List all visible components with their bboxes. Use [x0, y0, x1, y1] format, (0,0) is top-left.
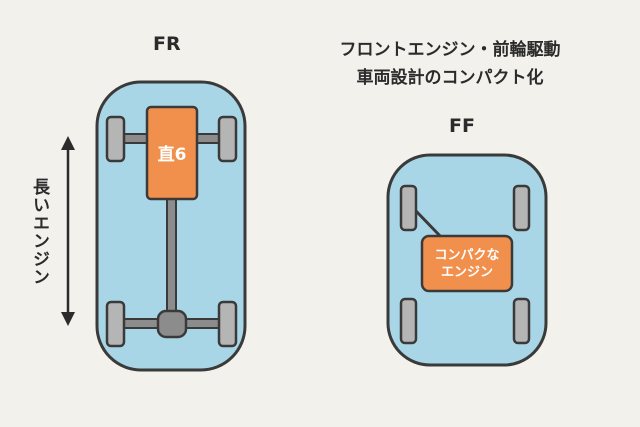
- fr-engine-label: 直6: [157, 145, 187, 165]
- fr-tire-front-left: [105, 115, 126, 163]
- ff-tire-front-right: [512, 184, 531, 232]
- length-arrow-bottom-head: [61, 312, 75, 326]
- ff-pointer-line: [414, 209, 445, 241]
- ff-caption-line-2: 車両設計のコンパクト化: [356, 68, 544, 88]
- ff-engine-label-line-1: コンパクな: [434, 248, 500, 263]
- ff-caption-line-1: フロントエンジン・前輪駆動: [339, 40, 561, 60]
- fr-tire-rear-left: [105, 300, 126, 348]
- fr-tire-rear-right: [217, 300, 238, 348]
- fr-tire-front-right: [217, 115, 238, 163]
- ff-engine-label-line-2: エンジン: [440, 265, 493, 280]
- fr-drive-shaft: [166, 195, 177, 317]
- long-engine-note: 長いエンジン: [29, 178, 49, 286]
- ff-tire-rear-right: [512, 297, 531, 345]
- ff-tire-front-left: [399, 184, 418, 232]
- ff-tire-rear-left: [399, 297, 418, 345]
- length-arrow-top-head: [61, 136, 75, 150]
- ff-title: FF: [449, 115, 475, 137]
- ff-engine-label: コンパクな エンジン: [422, 247, 512, 281]
- ff-engine-block: [420, 234, 514, 293]
- ff-caption: フロントエンジン・前輪駆動 車両設計のコンパクト化: [300, 36, 600, 92]
- fr-engine-block: [145, 105, 199, 201]
- fr-title: FR: [153, 33, 181, 55]
- fr-differential: [156, 309, 188, 339]
